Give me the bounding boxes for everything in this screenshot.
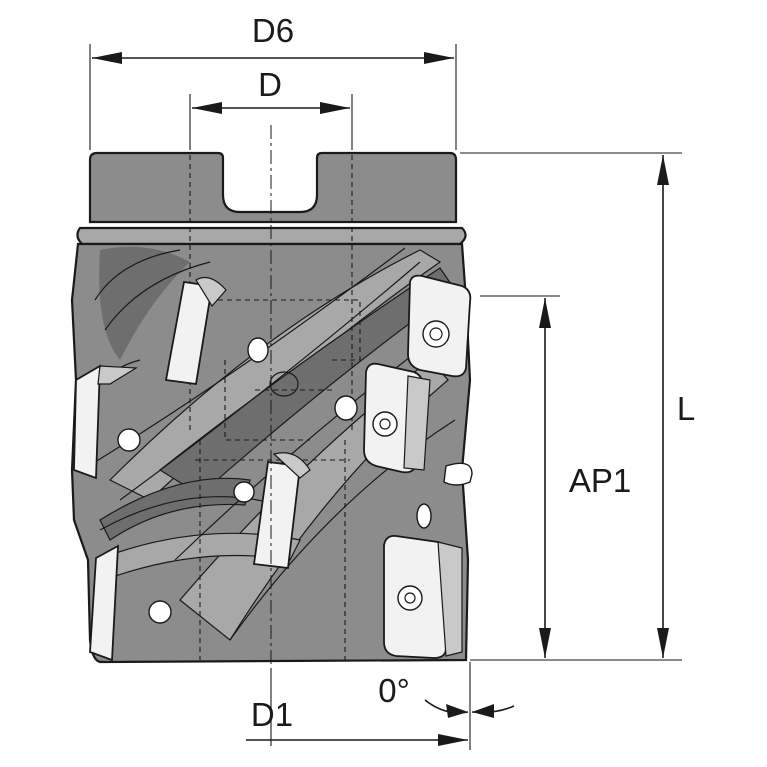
insert-top-right [407,274,472,378]
dimension-l: L [460,152,695,661]
label-ap1: AP1 [569,462,631,499]
insert-center [252,452,311,569]
hidden-lines [189,155,361,660]
insert-left-middle [73,364,138,480]
insert-middle-right [363,362,431,474]
label-d: D [258,66,282,103]
label-d6: D6 [252,12,294,49]
dimension-d1: D1 [246,662,471,750]
insert-left-upper [164,277,227,386]
dimension-d6: D6 [89,12,457,150]
dimension-d: D [189,66,353,150]
dimension-ap1: AP1 [480,295,631,658]
label-l: L [677,390,695,427]
coolant-holes [117,337,473,624]
label-angle: 0° [378,672,410,709]
label-d1: D1 [251,696,293,733]
insert-bottom-right [383,535,463,659]
insert-left-lower [89,544,119,662]
dimension-angle: 0° [378,672,515,718]
